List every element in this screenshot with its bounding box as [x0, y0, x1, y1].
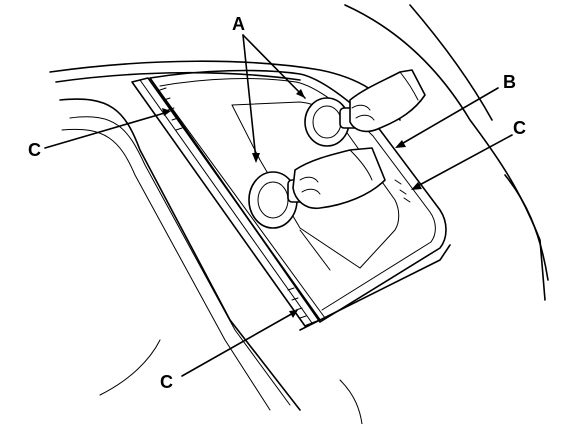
clip-marks: [159, 87, 411, 319]
leader-c-bottom: [181, 311, 296, 377]
callout-c-right: C: [513, 118, 526, 138]
leader-b: [397, 87, 499, 147]
leader-a-upper: [242, 34, 306, 99]
suction-cup-upper: [304, 97, 365, 147]
vehicle-body: [49, 4, 549, 424]
callout-c-left: C: [28, 140, 41, 160]
leader-a-lower: [242, 34, 257, 161]
leader-lines: [44, 34, 513, 377]
callout-a: A: [232, 14, 245, 34]
hand-lower: [292, 147, 386, 210]
callout-b: B: [503, 72, 516, 92]
leader-c-right: [413, 134, 513, 189]
callout-c-bottom: C: [160, 372, 173, 392]
hand-upper: [349, 69, 426, 133]
leader-c-left: [44, 111, 169, 149]
